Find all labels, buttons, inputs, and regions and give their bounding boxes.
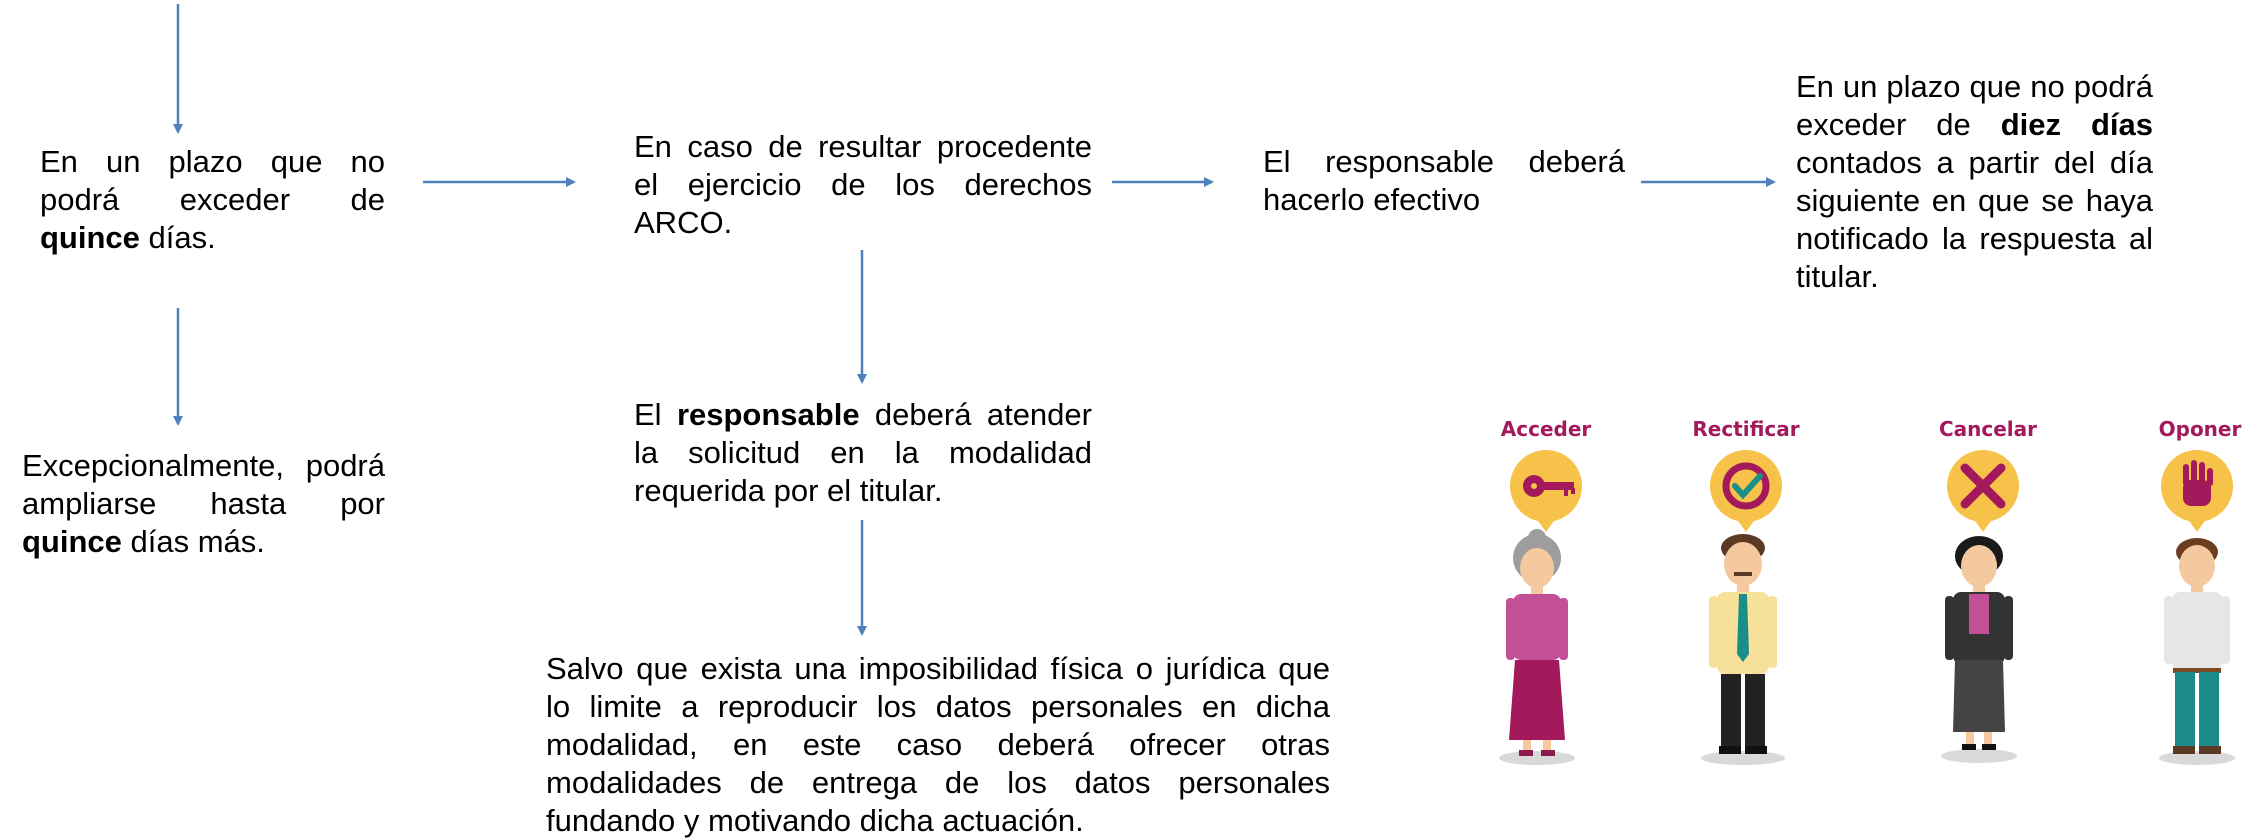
person-rectificar <box>1701 534 1785 765</box>
x-icon <box>1947 450 2019 532</box>
arco-label-rectificar: Rectificar <box>1692 417 1800 441</box>
box-plazo-quince: En un plazo que no podrá exceder de quin… <box>40 143 385 257</box>
person-oponer <box>2159 538 2235 765</box>
text: El <box>634 397 677 432</box>
box-excepcional: Excepcionalmente, podrá ampliarse hasta … <box>22 447 385 561</box>
box-salvo: Salvo que exista una imposibilidad físic… <box>546 651 1330 838</box>
box-procedente: En caso de resultar procedente el ejerci… <box>634 129 1092 240</box>
text: deberá atender la solicitud en la modali… <box>634 397 1092 508</box>
hand-icon <box>2161 450 2233 532</box>
emphasis: diez días <box>2000 107 2153 142</box>
arco-label-oponer: Oponer <box>2158 417 2242 441</box>
emphasis: responsable <box>676 397 860 432</box>
box-responsable-efectivo: El responsable deberá hacerlo efectivo <box>1263 144 1625 217</box>
arco-label-cancelar: Cancelar <box>1938 417 2038 441</box>
emphasis: quince <box>22 524 122 559</box>
person-cancelar <box>1941 536 2017 763</box>
check-refresh-icon <box>1710 450 1782 532</box>
text: En un plazo que no podrá exceder de <box>40 144 385 217</box>
arco-illustrations <box>1499 450 2235 765</box>
arco-label-acceder: Acceder <box>1500 417 1592 441</box>
text: días. <box>139 220 216 255</box>
person-acceder <box>1499 529 1575 765</box>
text: días más. <box>121 524 265 559</box>
text: Excepcionalmente, podrá ampliarse hasta … <box>22 448 385 521</box>
text: En un plazo que no podrá exceder de <box>1796 69 2153 142</box>
box-atender: El responsable deberá atender la solicit… <box>634 396 1092 510</box>
emphasis: quince <box>40 220 140 255</box>
box-plazo-diez: En un plazo que no podrá exceder de diez… <box>1796 68 2153 296</box>
key-icon <box>1510 450 1582 532</box>
text: contados a partir del día siguiente en q… <box>1796 145 2153 294</box>
